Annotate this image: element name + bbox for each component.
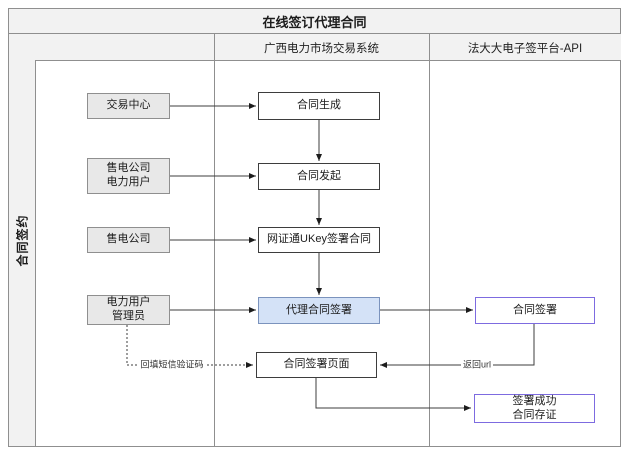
column-header-row	[35, 34, 621, 61]
node-api-contract-sign: 合同签署	[475, 297, 595, 324]
lane-contract-signing: 合同签约	[8, 34, 36, 447]
node-contract-generate: 合同生成	[258, 92, 380, 120]
column-divider-1	[214, 34, 215, 447]
node-trading-center: 交易中心	[87, 93, 170, 119]
node-power-user-admin: 电力用户 管理员	[87, 295, 170, 325]
pool-title: 在线签订代理合同	[8, 8, 621, 34]
node-contract-sign-page: 合同签署页面	[256, 352, 377, 378]
header-esign-api: 法大大电子签平台-API	[467, 42, 583, 55]
pool-title-label: 在线签订代理合同	[262, 14, 367, 30]
edge-label-sms-code: 回填短信验证码	[138, 359, 206, 371]
edge-label-return-url: 返回url	[460, 359, 494, 371]
node-contract-initiate: 合同发起	[258, 163, 380, 190]
node-agency-contract-sign: 代理合同签署	[258, 297, 380, 324]
lane-label: 合同签约	[15, 213, 30, 267]
node-sales-company: 售电公司	[87, 227, 170, 253]
node-sign-success-archive: 签署成功 合同存证	[474, 394, 595, 423]
node-ukey-sign-contract: 网证通UKey签署合同	[258, 227, 380, 253]
header-trading-system: 广西电力市场交易系统	[264, 42, 379, 55]
node-sales-company-power-user: 售电公司 电力用户	[87, 158, 170, 194]
column-divider-2	[429, 34, 430, 447]
